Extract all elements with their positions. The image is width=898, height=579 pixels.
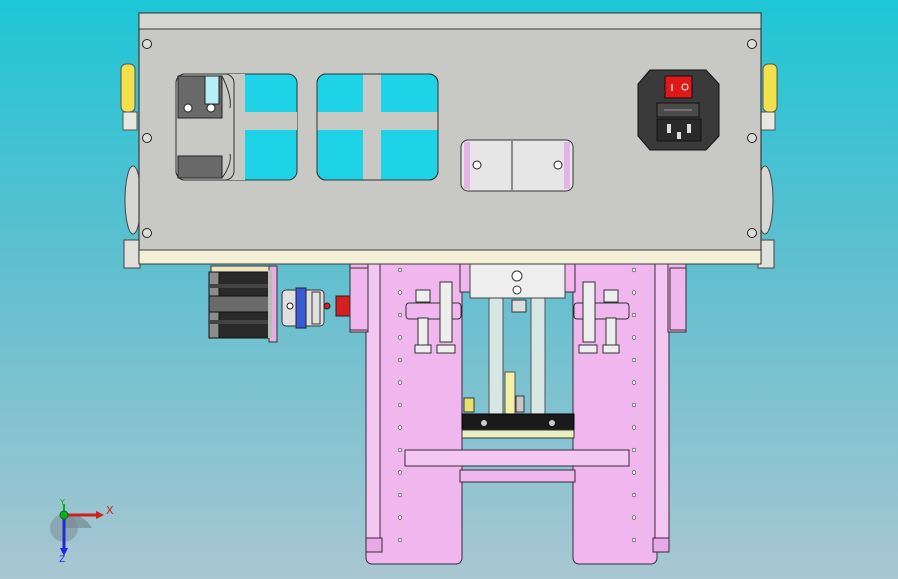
iec-power-inlet[interactable] <box>637 69 720 151</box>
mounting-hole <box>631 402 637 408</box>
y-axis-label: Y <box>59 498 65 507</box>
mounting-hole <box>397 492 403 498</box>
z-axis-label: Z <box>59 555 65 562</box>
guide-rods <box>488 297 546 421</box>
mounting-hole <box>397 425 403 430</box>
stepper-motor[interactable] <box>208 265 278 343</box>
mounting-hole <box>397 537 403 543</box>
mounting-hole <box>397 290 403 295</box>
right-clamp <box>573 281 630 354</box>
mounting-hole <box>631 492 637 498</box>
shaft-collar-red <box>335 295 351 317</box>
mounting-hole <box>397 267 403 273</box>
mounting-hole <box>631 267 637 273</box>
mounting-hole <box>397 335 403 340</box>
right-plate-holes <box>631 267 637 543</box>
z-axis-arrow <box>60 548 68 556</box>
x-axis-arrow <box>96 511 104 519</box>
mounting-hole <box>631 357 637 363</box>
right-foot <box>652 537 670 553</box>
flexible-shaft-coupling[interactable] <box>281 287 351 329</box>
enclosure-bottom-lip <box>138 249 762 265</box>
left-foot <box>365 537 383 553</box>
enclosure-window-left[interactable] <box>175 73 298 181</box>
cross-bar-lower <box>459 469 576 483</box>
terminal-screw-right <box>553 160 563 170</box>
guide-rod-right <box>530 297 546 421</box>
mounting-hole <box>631 425 637 430</box>
left-plate-holes <box>397 267 403 543</box>
enclosure-window-right[interactable] <box>316 73 439 181</box>
terminal-block[interactable] <box>460 139 574 192</box>
mounting-hole <box>397 515 403 520</box>
right-outer-rail <box>654 261 670 553</box>
center-screw <box>511 270 527 313</box>
panel-screws <box>142 39 757 238</box>
electronics-enclosure[interactable] <box>120 12 778 269</box>
mounting-hole <box>631 537 637 543</box>
terminal-screw-left <box>472 160 482 170</box>
mounting-hole <box>631 380 637 385</box>
x-axis-label: X <box>106 504 114 517</box>
mounting-hole <box>631 312 637 318</box>
guide-rod-left <box>488 297 504 421</box>
mounting-hole <box>397 380 403 385</box>
mounting-hole <box>397 470 403 475</box>
black-clamp-plate <box>461 395 575 439</box>
left-indicator-lamp <box>120 63 136 113</box>
mounting-hole <box>631 515 637 520</box>
mounting-hole <box>397 357 403 363</box>
pink-mounting-frame[interactable] <box>349 261 687 565</box>
center-pin <box>504 371 516 419</box>
power-rocker-switch[interactable] <box>664 75 693 99</box>
coordinate-axis-triad: X Y Z <box>50 498 114 562</box>
mounting-hole <box>631 335 637 340</box>
mounting-hole <box>397 312 403 318</box>
right-indicator-lamp <box>762 63 778 113</box>
mounting-hole <box>631 290 637 295</box>
mounting-hole <box>397 402 403 408</box>
mounting-hole <box>397 447 403 453</box>
cross-bar <box>404 449 630 467</box>
enclosure-top-lip <box>138 12 762 30</box>
left-clamp <box>405 281 462 354</box>
mounting-hole <box>631 447 637 453</box>
mounting-hole <box>631 470 637 475</box>
